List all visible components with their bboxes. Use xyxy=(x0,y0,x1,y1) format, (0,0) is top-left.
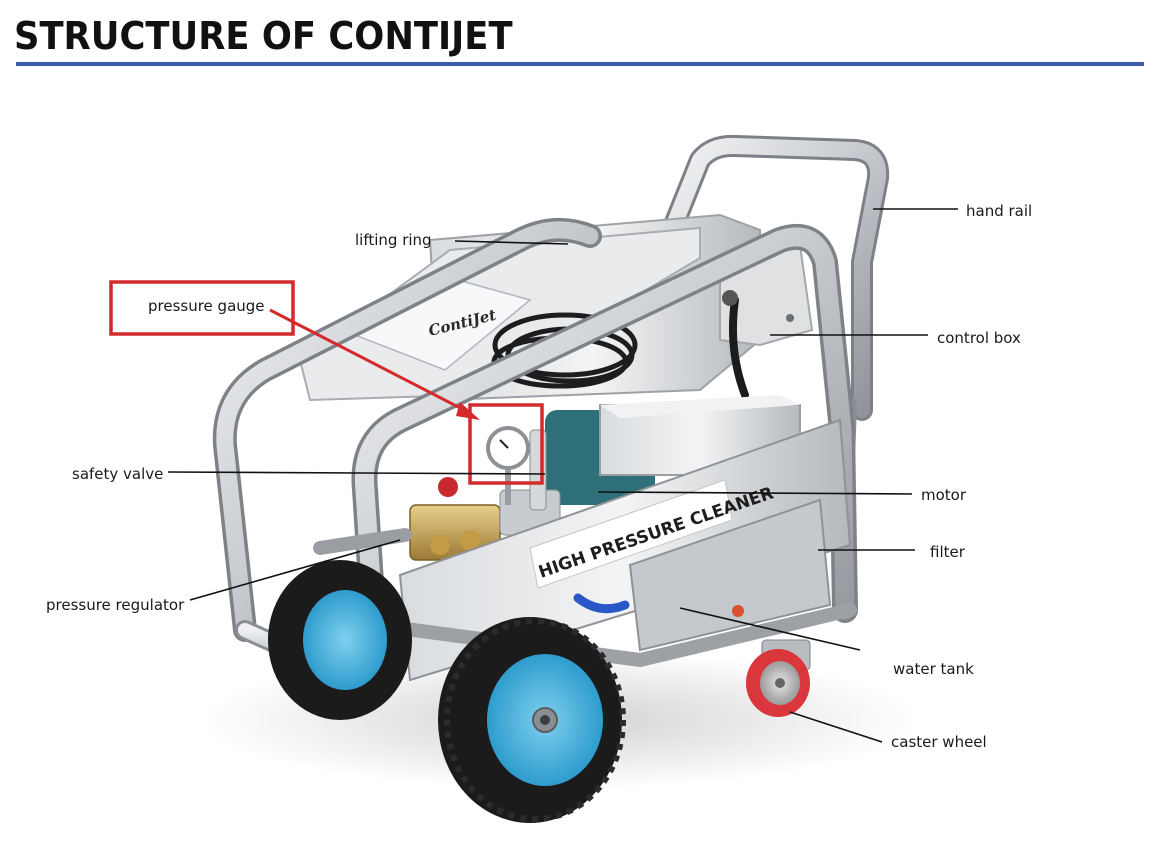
label-hand-rail: hand rail xyxy=(966,202,1032,220)
label-caster-wheel: caster wheel xyxy=(891,733,987,751)
caster-wheel xyxy=(746,640,810,717)
label-motor: motor xyxy=(921,486,967,504)
red-cap xyxy=(438,477,458,497)
label-filter: filter xyxy=(930,543,966,561)
label-pressure-gauge: pressure gauge xyxy=(148,297,265,315)
label-pressure-regulator: pressure regulator xyxy=(46,596,185,614)
front-wheel xyxy=(438,617,623,823)
label-lifting-ring: lifting ring xyxy=(355,231,432,249)
label-water-tank: water tank xyxy=(893,660,974,678)
label-safety-valve: safety valve xyxy=(72,465,163,483)
label-control-box: control box xyxy=(937,329,1021,347)
rear-wheel xyxy=(268,560,412,720)
